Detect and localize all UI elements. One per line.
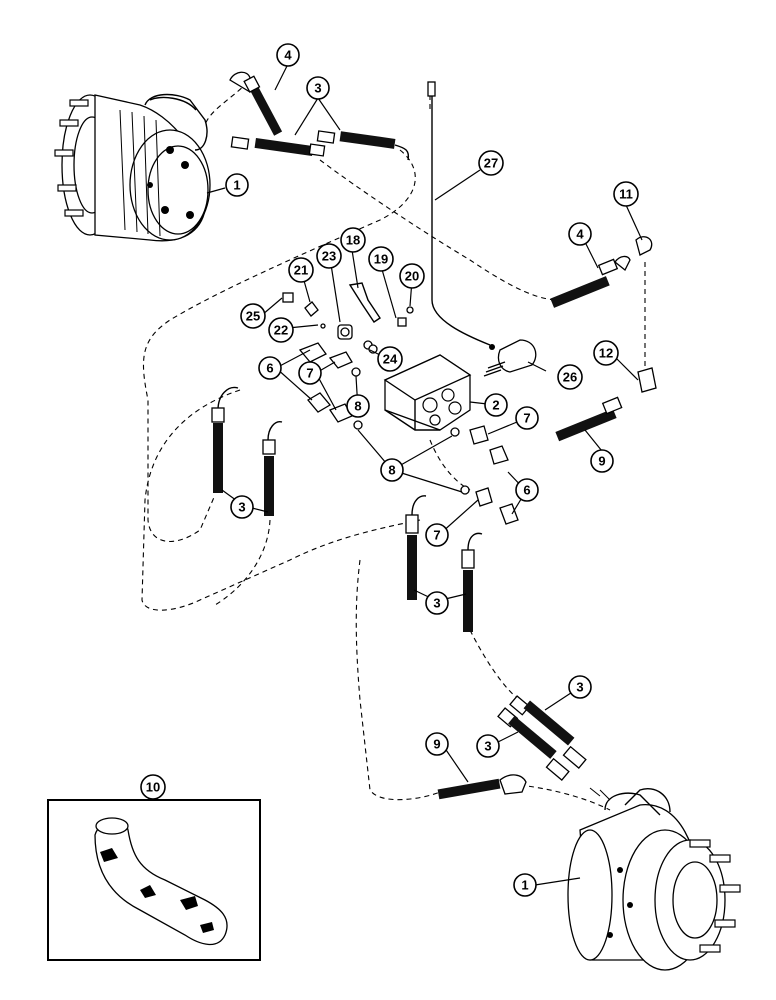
svg-text:21: 21 <box>294 263 308 278</box>
callout-3-low-left: 3 <box>476 734 500 758</box>
callout-27: 27 <box>478 150 504 176</box>
callout-19: 19 <box>368 246 394 272</box>
svg-text:6: 6 <box>266 361 273 376</box>
fittings-cluster <box>282 282 519 525</box>
callout-7-right: 7 <box>515 406 539 430</box>
callout-10: 10 <box>140 774 166 800</box>
svg-text:25: 25 <box>246 309 260 324</box>
svg-text:20: 20 <box>405 269 419 284</box>
solenoid-26 <box>483 339 537 377</box>
svg-text:11: 11 <box>619 187 633 202</box>
hoses-lower <box>437 695 587 800</box>
callout-3-left: 3 <box>230 495 254 519</box>
svg-text:4: 4 <box>284 48 292 63</box>
callout-3-mid: 3 <box>425 591 449 615</box>
inset-sleeve-detail <box>47 799 261 961</box>
svg-text:19: 19 <box>374 252 388 267</box>
callout-24: 24 <box>377 346 403 372</box>
callout-6-left: 6 <box>258 356 282 380</box>
svg-text:24: 24 <box>383 352 398 367</box>
svg-text:12: 12 <box>599 346 613 361</box>
callout-8-left: 8 <box>346 394 370 418</box>
callouts: 1 4 3 27 11 4 18 23 21 19 20 25 22 24 12… <box>140 43 639 897</box>
svg-text:8: 8 <box>388 463 395 478</box>
svg-text:9: 9 <box>598 454 605 469</box>
svg-text:7: 7 <box>306 366 313 381</box>
callout-25: 25 <box>240 303 266 329</box>
svg-text:7: 7 <box>433 528 440 543</box>
callout-18: 18 <box>340 227 366 253</box>
callout-20: 20 <box>399 263 425 289</box>
wheel-motor-bottom <box>567 787 741 971</box>
callout-2: 2 <box>484 393 508 417</box>
svg-text:1: 1 <box>521 878 528 893</box>
callout-9-right: 9 <box>590 449 614 473</box>
callout-4-right: 4 <box>568 222 592 246</box>
callout-22: 22 <box>268 317 294 343</box>
callout-3-low-right: 3 <box>568 675 592 699</box>
callout-21: 21 <box>288 257 314 283</box>
svg-text:2: 2 <box>492 398 499 413</box>
svg-text:23: 23 <box>322 249 336 264</box>
svg-text:4: 4 <box>576 227 584 242</box>
svg-text:22: 22 <box>274 323 288 338</box>
valve-block <box>383 354 472 431</box>
callout-26: 26 <box>557 364 583 390</box>
svg-text:1: 1 <box>233 178 240 193</box>
svg-text:8: 8 <box>354 399 361 414</box>
callout-1-bottom: 1 <box>513 873 537 897</box>
svg-text:3: 3 <box>433 596 440 611</box>
callout-6-right: 6 <box>515 478 539 502</box>
routing-lines <box>141 81 646 811</box>
wire-27 <box>427 81 495 350</box>
hoses-left-vertical <box>211 386 283 516</box>
svg-text:6: 6 <box>523 483 530 498</box>
svg-text:3: 3 <box>576 680 583 695</box>
svg-text:26: 26 <box>563 370 577 385</box>
svg-text:3: 3 <box>238 500 245 515</box>
callout-9-low: 9 <box>425 732 449 756</box>
callout-12: 12 <box>593 340 619 366</box>
callout-11: 11 <box>613 181 639 207</box>
svg-text:10: 10 <box>146 780 160 795</box>
callout-7-low: 7 <box>425 523 449 547</box>
callout-1-top: 1 <box>225 173 249 197</box>
svg-text:3: 3 <box>314 81 321 96</box>
callout-7-left: 7 <box>298 361 322 385</box>
callout-8-mid: 8 <box>380 458 404 482</box>
svg-text:3: 3 <box>484 739 491 754</box>
hoses-top <box>229 71 410 161</box>
callout-23: 23 <box>316 243 342 269</box>
hoses-right-upper <box>550 236 657 442</box>
hoses-middle-vertical <box>405 495 483 632</box>
svg-text:9: 9 <box>433 737 440 752</box>
wheel-motor-top <box>54 93 211 242</box>
callout-3-top: 3 <box>306 76 330 100</box>
svg-text:27: 27 <box>484 156 498 171</box>
callout-4-top: 4 <box>276 43 300 67</box>
svg-text:18: 18 <box>346 233 360 248</box>
svg-text:7: 7 <box>523 411 530 426</box>
